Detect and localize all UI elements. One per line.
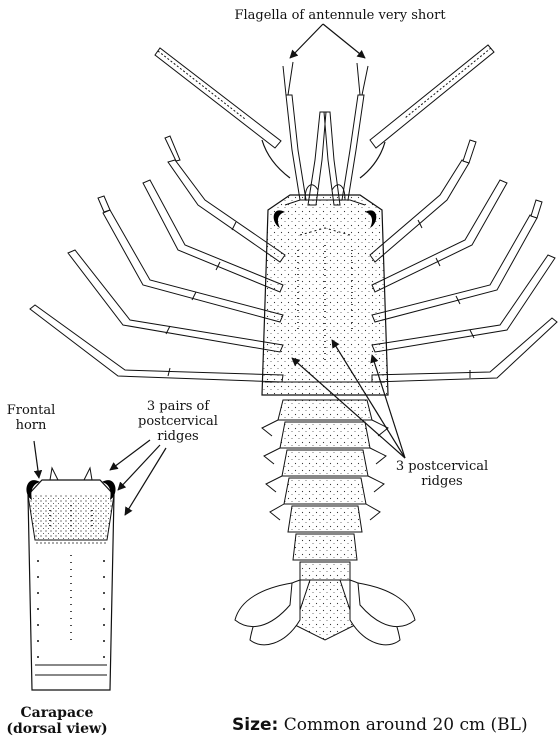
frontal-horn-label-line: Frontal: [0, 403, 62, 418]
size-text: Common around 20 cm (BL): [284, 715, 528, 735]
postcervical-pairs-line: ridges: [118, 429, 238, 444]
main-carapace: [262, 185, 388, 395]
carapace-caption-line: (dorsal view): [0, 721, 114, 737]
flagella-label: Flagella of antennule very short: [190, 8, 490, 23]
legs-right: [370, 140, 557, 382]
frontal-horn-label: Frontal horn: [0, 403, 62, 433]
postcervical-pairs-line: postcervical: [118, 414, 238, 429]
postcervical-ridges-line: ridges: [372, 474, 512, 489]
antennules: [283, 62, 368, 205]
tail-fan: [235, 580, 415, 645]
antenna-right: [360, 45, 494, 178]
carapace-caption: Carapace (dorsal view): [0, 705, 114, 737]
frontal-horn-label-line: horn: [0, 418, 62, 433]
postcervical-pairs-line: 3 pairs of: [118, 399, 238, 414]
size-note: Size: Common around 20 cm (BL): [232, 715, 528, 735]
size-label: Size:: [232, 715, 278, 735]
carapace-dorsal: [26, 468, 115, 690]
flagella-label-text: Flagella of antennule very short: [234, 8, 445, 23]
postcervical-ridges-label: 3 postcervical ridges: [372, 459, 512, 489]
carapace-caption-line: Carapace: [0, 705, 114, 721]
postcervical-ridges-line: 3 postcervical: [372, 459, 512, 474]
postcervical-pairs-label: 3 pairs of postcervical ridges: [118, 399, 238, 444]
legs-left: [30, 136, 285, 382]
